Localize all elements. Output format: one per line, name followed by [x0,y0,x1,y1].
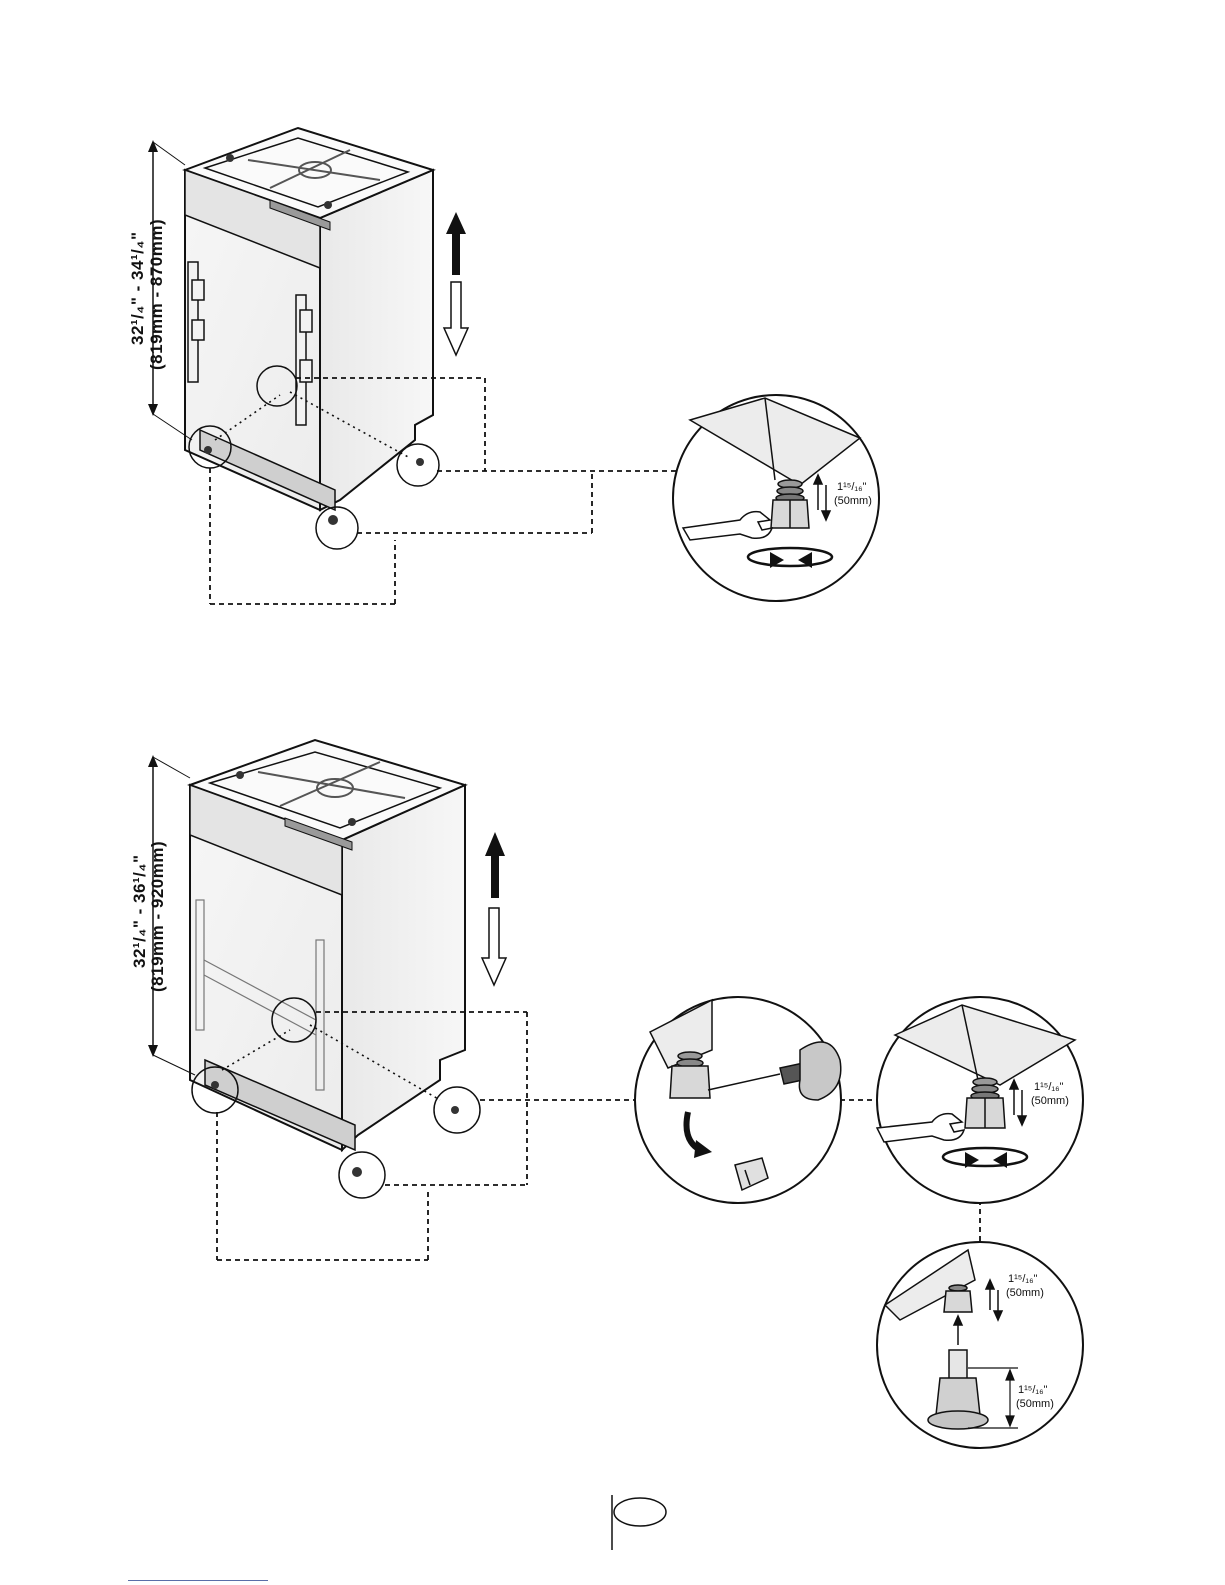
diagram-top: 32¹/₄" - 34¹/₄" (819mm - 870mm) [128,128,879,604]
dishwasher-bottom [190,740,465,1177]
detail-label-bottom-mm: (50mm) [1031,1095,1069,1107]
height-range-bottom-in: 32¹/₄" - 36¹/₄" [130,854,149,968]
highlight-circle [339,1152,385,1198]
down-arrow-icon [444,282,468,355]
dishwasher-top [185,128,433,525]
up-arrow-icon [485,832,505,898]
height-dimension-bottom: 32¹/₄" - 36¹/₄" (819mm - 920mm) [130,755,195,1075]
foot-adjust-detail-top: 1¹⁵/₁₆" (50mm) [673,395,879,601]
down-arrow-icon [482,908,506,985]
height-range-bottom-mm: (819mm - 920mm) [148,841,167,992]
extension-gap-label-in: 1¹⁵/₁₆" [1018,1384,1048,1396]
height-range-top-in: 32¹/₄" - 34¹/₄" [128,231,147,345]
height-range-top-mm: (819mm - 870mm) [147,219,166,370]
cap-removal-detail [635,997,841,1203]
footer-rule [128,1580,268,1581]
language-badge [614,1498,666,1526]
height-dimension-top: 32¹/₄" - 34¹/₄" (819mm - 870mm) [128,140,192,440]
extension-gap-label-mm: (50mm) [1016,1398,1054,1410]
foot-adjust-detail-bottom: 1¹⁵/₁₆" (50mm) [877,997,1083,1203]
diagram-bottom: 32¹/₄" - 36¹/₄" (819mm - 920mm) [130,740,1083,1448]
page-footer [612,1495,666,1550]
extension-foot-detail: 1¹⁵/₁₆" (50mm) 1¹⁵/₁₆" (50mm) [877,1242,1083,1448]
extension-label-in: 1¹⁵/₁₆" [1008,1273,1038,1285]
detail-label-top-in: 1¹⁵/₁₆" [837,481,867,493]
extension-label-mm: (50mm) [1006,1287,1044,1299]
up-arrow-icon [446,212,466,275]
highlight-circle [316,507,358,549]
detail-label-top-mm: (50mm) [834,495,872,507]
detail-label-bottom-in: 1¹⁵/₁₆" [1034,1081,1064,1093]
